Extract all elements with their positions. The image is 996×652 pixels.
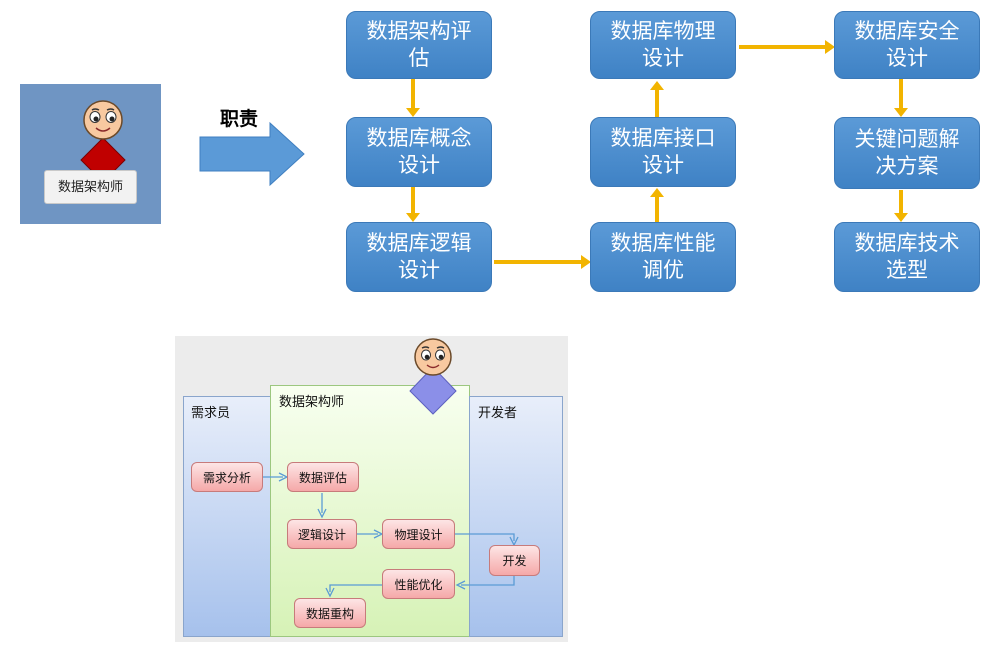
lane-requirements — [183, 396, 271, 637]
process-box-security-design: 数据库安全设计 — [834, 11, 980, 79]
swim-box-requirement-analysis: 需求分析 — [191, 462, 263, 492]
persona-label: 数据架构师 — [44, 170, 137, 204]
lane-title-requirements: 需求员 — [191, 406, 231, 421]
process-box-physical-design: 数据库物理设计 — [590, 11, 736, 79]
process-box-key-issue-solutions: 关键问题解决方案 — [834, 117, 980, 189]
process-box-technology-selection: 数据库技术选型 — [834, 222, 980, 292]
process-box-architecture-assessment: 数据架构评估 — [346, 11, 492, 79]
swim-box-performance-optimization: 性能优化 — [382, 569, 455, 599]
swim-box-physical-design: 物理设计 — [382, 519, 455, 549]
swim-box-logical-design: 逻辑设计 — [287, 519, 357, 549]
process-box-conceptual-design: 数据库概念设计 — [346, 117, 492, 187]
swim-box-data-refactoring: 数据重构 — [294, 598, 366, 628]
swim-box-development: 开发 — [489, 545, 540, 576]
right-arrow-icon — [199, 121, 305, 187]
lane-title-developer: 开发者 — [478, 406, 518, 421]
duty-label: 职责 — [220, 108, 259, 130]
lane-developer — [469, 396, 563, 637]
process-box-logical-design: 数据库逻辑设计 — [346, 222, 492, 292]
process-box-performance-tuning: 数据库性能调优 — [590, 222, 736, 292]
process-box-interface-design: 数据库接口设计 — [590, 117, 736, 187]
swim-box-data-assessment: 数据评估 — [287, 462, 359, 492]
lane-title-architect: 数据架构师 — [279, 395, 345, 410]
architect-avatar-icon — [409, 338, 457, 415]
